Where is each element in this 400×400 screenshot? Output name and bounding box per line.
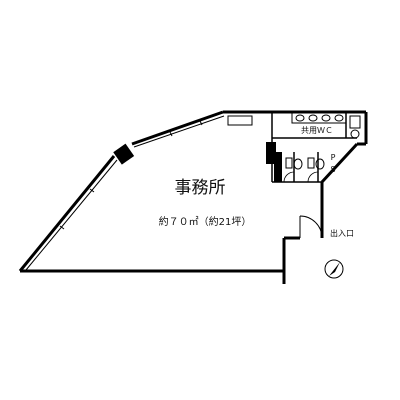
north-arrow-icon	[324, 259, 344, 279]
column-left	[266, 142, 276, 164]
outer-walls	[20, 110, 368, 284]
sinks	[291, 112, 347, 124]
office-area: 約７０㎡（約21坪）	[159, 215, 252, 228]
shared-wc-label: 共用ＷＣ	[301, 126, 333, 135]
column-right	[274, 152, 282, 182]
ps-label-bottom: S	[330, 165, 335, 174]
window-wall-left	[18, 155, 118, 272]
corner-column	[113, 143, 135, 165]
toilet-fixtures	[285, 115, 361, 170]
window-wall-top	[131, 110, 225, 148]
ps-label-top: P	[331, 153, 336, 162]
toilet-doors	[283, 171, 319, 183]
entrance-label: 出入口	[330, 228, 354, 238]
counter	[227, 115, 253, 126]
entrance-door	[299, 215, 323, 239]
office-label: 事務所	[175, 178, 226, 198]
